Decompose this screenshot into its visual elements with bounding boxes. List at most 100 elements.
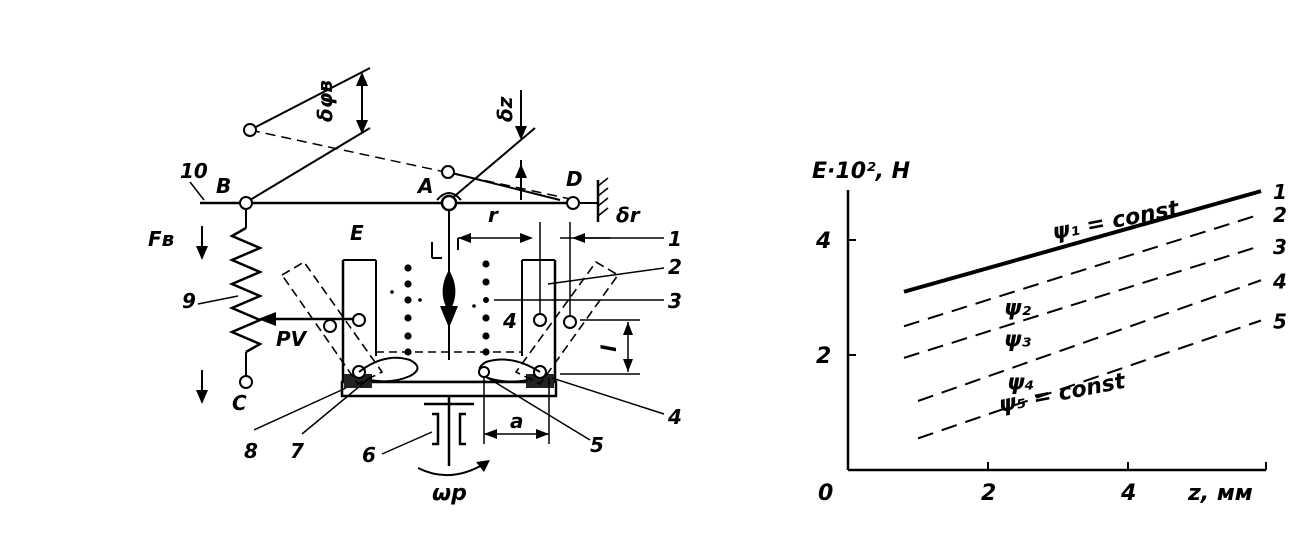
callout-6: 6 — [362, 443, 376, 467]
lever-dashed — [249, 129, 576, 201]
series-end-label: 1 — [1273, 180, 1287, 204]
arrow-left-icon — [484, 429, 497, 439]
tilted-weight-left — [280, 260, 384, 386]
pivot-upper-mid — [441, 165, 455, 179]
series-psi-label: ψ₃ — [1004, 327, 1031, 352]
callout-2: 2 — [668, 255, 682, 279]
series-end-label: 4 — [1272, 269, 1287, 293]
force-fb-label: Fв — [148, 227, 174, 251]
callout-6-leader — [381, 431, 433, 455]
seal-left — [344, 374, 372, 388]
series-end-label: 2 — [1273, 203, 1287, 227]
callout-10-leader — [189, 181, 205, 201]
pivot-b — [239, 196, 253, 210]
omega-label: ωр — [432, 481, 467, 506]
callout-8: 8 — [244, 439, 258, 463]
pivot-c — [239, 375, 253, 389]
lever-a-link — [449, 127, 536, 201]
y-tick-label: 2 — [816, 344, 831, 369]
base-plate — [340, 380, 558, 398]
series-line-2 — [903, 213, 1262, 328]
r-label: r — [488, 203, 499, 227]
arrow-left-icon — [458, 233, 471, 243]
y-tick-label: 4 — [815, 229, 831, 254]
seal-right — [526, 374, 554, 388]
arrow-right-icon — [520, 233, 533, 243]
rod-arrow-body — [442, 270, 456, 312]
spring-9 — [228, 226, 264, 354]
y-axis-label: E·10², H — [812, 159, 910, 184]
point-b-label: B — [216, 174, 231, 198]
callout-9-leader — [197, 295, 239, 305]
pivot-5 — [478, 366, 490, 378]
arrow-head-icon — [515, 126, 527, 140]
flyweight-dots — [390, 260, 490, 356]
chart-series — [903, 189, 1262, 440]
callout-1: 1 — [668, 227, 682, 251]
point-c-label: C — [232, 391, 247, 415]
series-end-label: 3 — [1273, 235, 1287, 259]
pivot-a-cap — [436, 192, 462, 201]
arrow-head-icon — [515, 164, 527, 178]
chart: E·10², H z, мм 0 2 4 2 4 1 ψ₁ = const 2 ψ₂ 3 ψ₃ 4… — [812, 159, 1287, 506]
pivot-right — [533, 313, 547, 327]
pivot-e — [352, 313, 366, 327]
series-psi-label: ψ₂ — [1004, 296, 1031, 321]
callout-10: 10 — [180, 159, 208, 183]
callout-5: 5 — [590, 433, 604, 457]
series-psi-label: ψ₁ = const — [1050, 196, 1182, 245]
callout-2-leader — [547, 267, 665, 285]
callout-5-leader — [487, 377, 591, 441]
callout-3: 3 — [668, 289, 682, 313]
tilted-weight-right — [514, 260, 620, 386]
link-arm-left — [358, 356, 419, 383]
arrow-head-icon — [356, 72, 368, 86]
arrow-head-icon — [356, 120, 368, 134]
delta-r-label: δr — [616, 203, 641, 227]
arrow-down-icon — [196, 390, 208, 404]
series-line-4 — [917, 279, 1262, 402]
pivot-right-outer — [563, 315, 577, 329]
arrow-left-icon — [258, 312, 276, 326]
x-tick-label: 2 — [981, 481, 996, 506]
callout-4: 4 — [667, 405, 682, 429]
weight-4-label: 4 — [502, 309, 517, 333]
support-hatch — [597, 177, 609, 217]
callout-7-leader — [301, 375, 373, 435]
l-label: l — [597, 344, 621, 352]
series-line-1 — [903, 189, 1262, 294]
bearing-right — [458, 412, 466, 446]
rotation-arrow — [417, 463, 485, 477]
point-a-label: A — [416, 174, 433, 198]
series-line-3 — [903, 244, 1262, 359]
lever-b-link — [249, 127, 371, 201]
arrow-up-icon — [623, 322, 633, 335]
callout-9: 9 — [182, 289, 196, 313]
x-tick-label: 4 — [1120, 481, 1136, 506]
arrow-down-icon — [196, 246, 208, 260]
callout-4-leader — [551, 377, 665, 415]
series-psi-label: ψ₄ — [1007, 371, 1034, 396]
callout-8-leader — [253, 387, 347, 431]
arrow-down-icon — [623, 359, 633, 372]
rotation-arrow-head-icon — [476, 460, 490, 472]
origin-label: 0 — [818, 481, 833, 506]
arrow-down-icon — [440, 306, 458, 328]
point-e-label: E — [350, 221, 364, 245]
delta-phi-label: δφв — [313, 80, 337, 122]
pivot-d — [566, 196, 580, 210]
arrow-right-icon — [536, 429, 549, 439]
a-label: a — [510, 409, 524, 433]
point-d-label: D — [566, 167, 583, 191]
pv-label: PV — [276, 327, 308, 351]
series-end-label: 5 — [1273, 310, 1287, 334]
pivot-pv — [323, 319, 337, 333]
delta-z-label: δz — [493, 96, 517, 122]
pivot-a — [440, 194, 458, 212]
lever-upper-left — [249, 67, 371, 131]
pivot-upper-left — [243, 123, 257, 137]
bearing-left — [432, 412, 440, 446]
x-axis-label: z, мм — [1187, 481, 1253, 506]
